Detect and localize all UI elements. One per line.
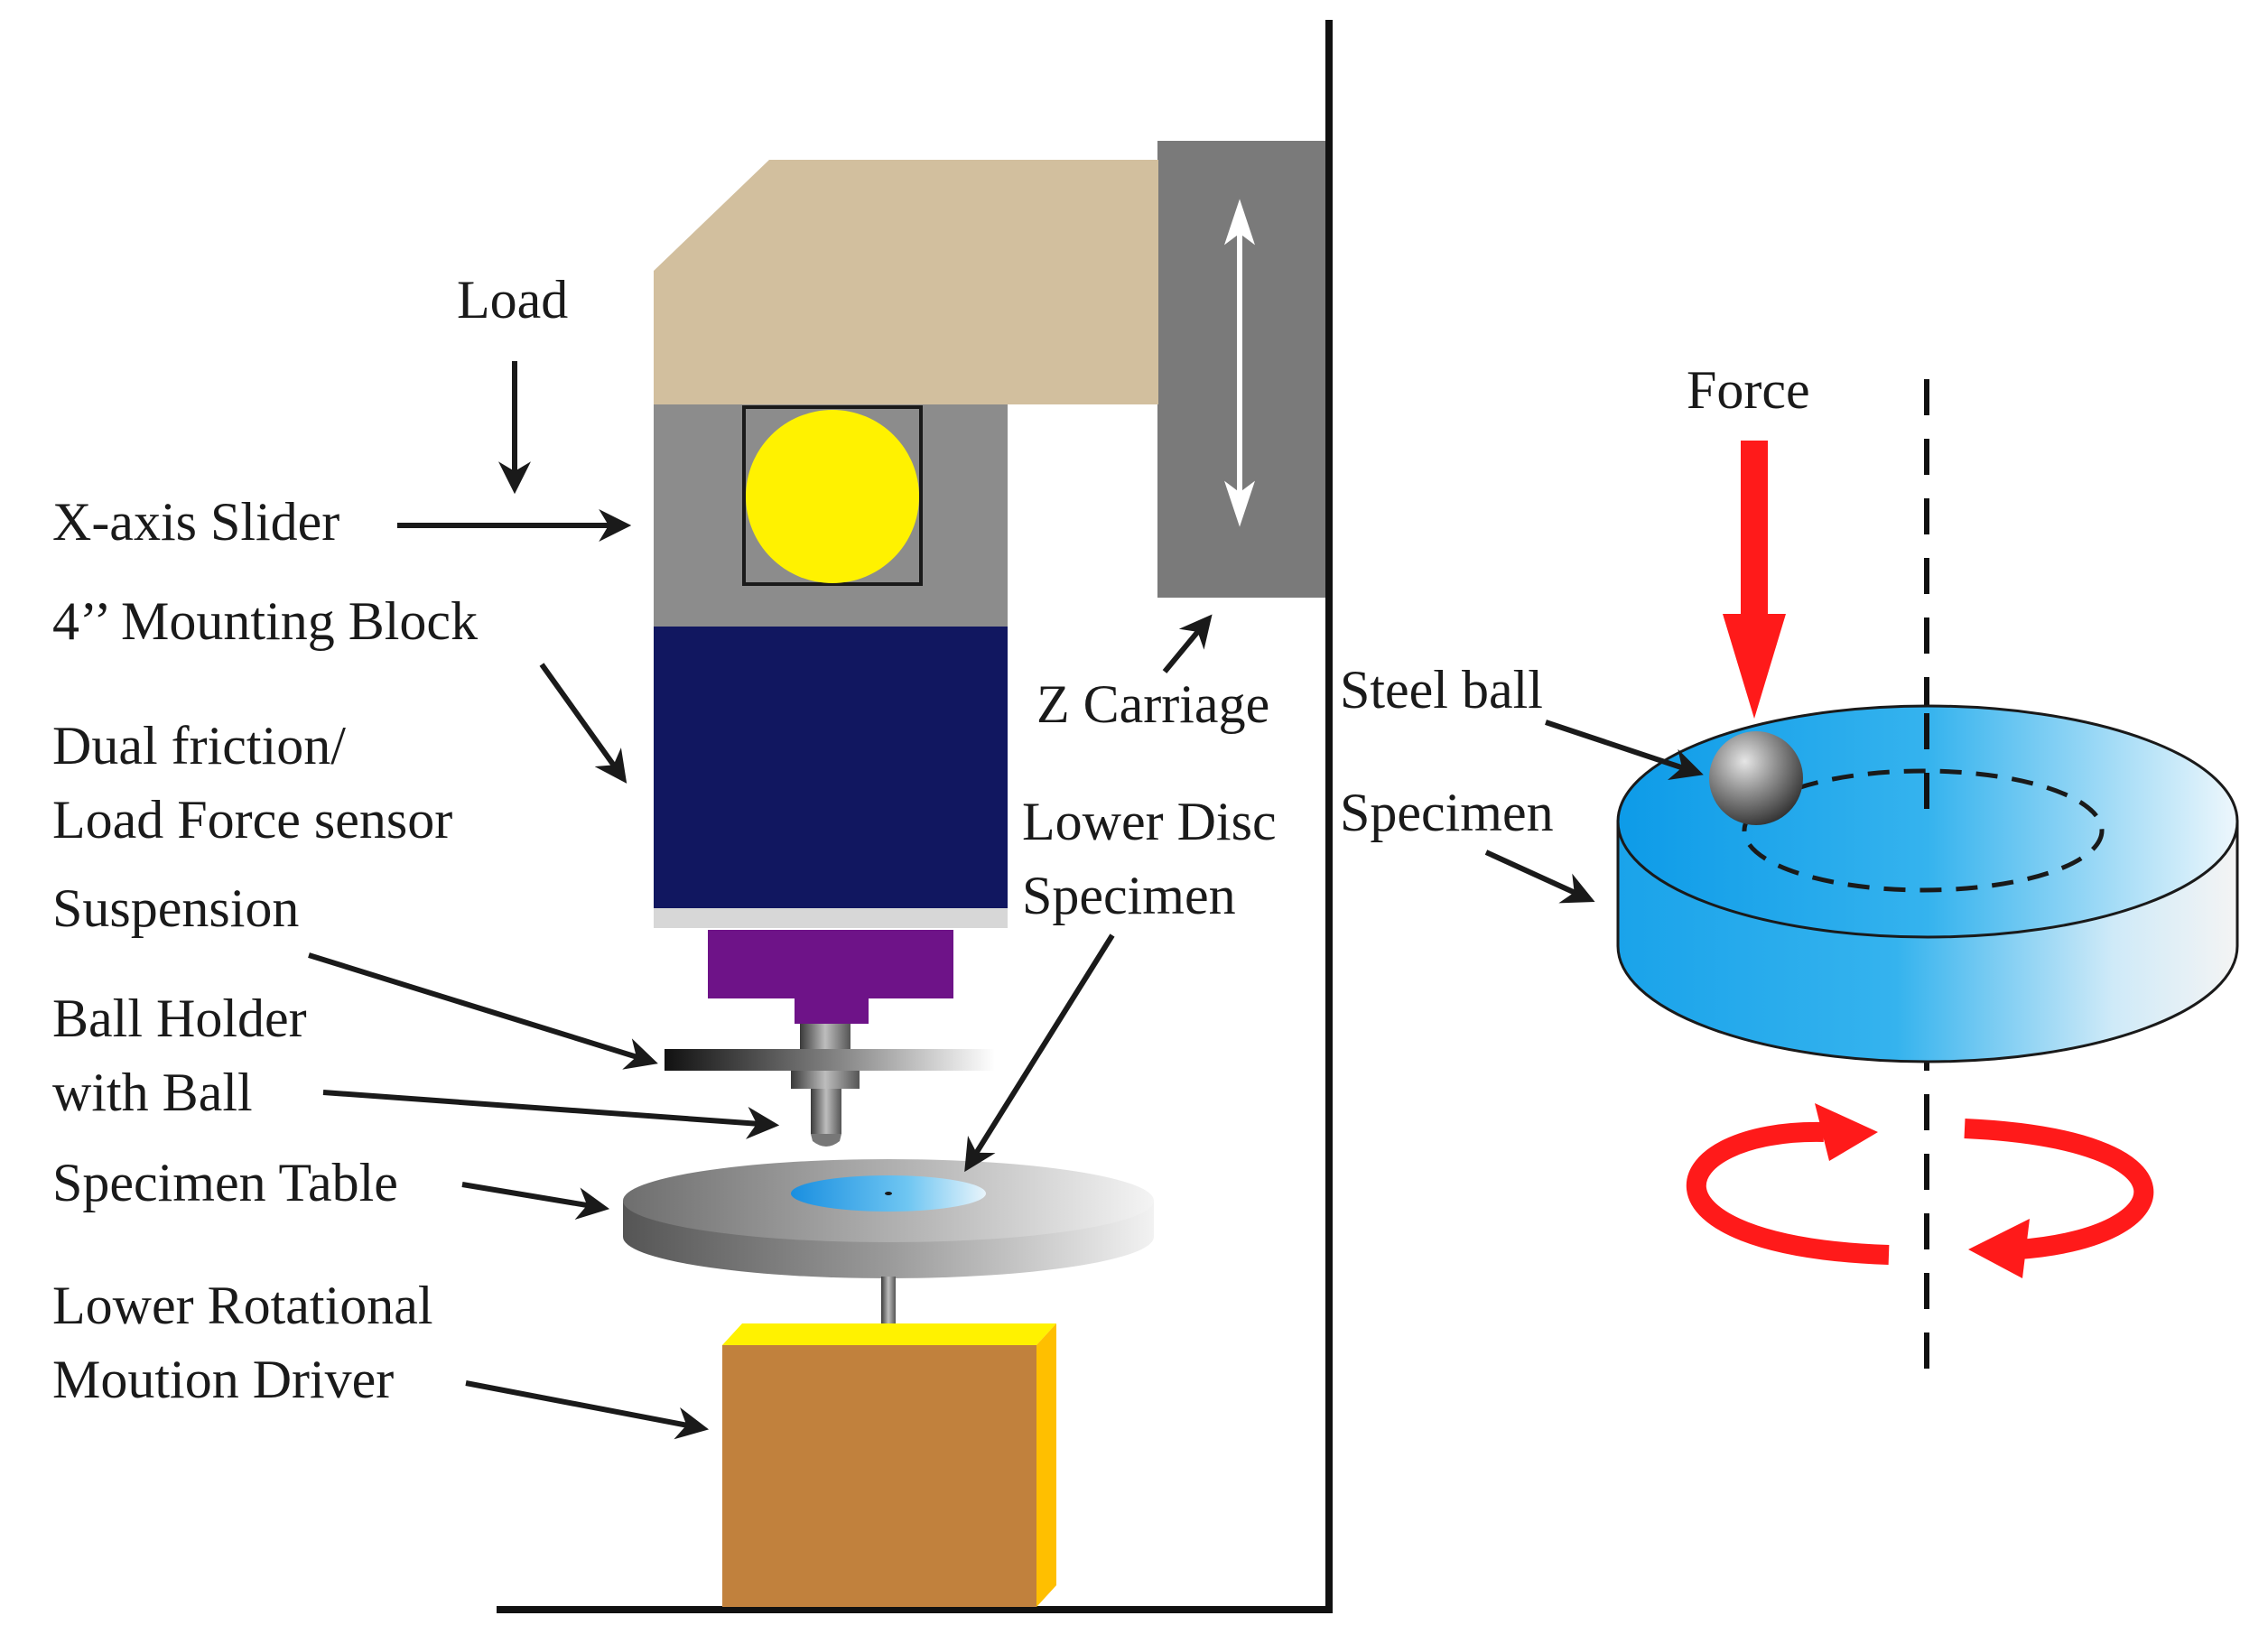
driver-side-face [1036, 1323, 1056, 1607]
label-driver-line1: Lower Rotational [52, 1276, 433, 1335]
purple-neck [795, 998, 869, 1024]
specimen-table-arrow [461, 1182, 610, 1221]
label-lower-disc-line2: Specimen [1022, 866, 1236, 925]
force-sensor-block [654, 627, 1008, 908]
label-lower-disc-line1: Lower Disc [1022, 792, 1277, 851]
driver-arrow [465, 1380, 710, 1440]
label-load: Load [457, 270, 568, 330]
ball-holder-arrow [322, 1090, 780, 1139]
label-mounting-block: 4’’ Mounting Block [52, 591, 478, 651]
driver-top-face [722, 1323, 1056, 1345]
label-suspension: Suspension [52, 878, 299, 938]
label-ball-holder-line2: with Ball [52, 1063, 253, 1122]
steel-ball [1709, 731, 1803, 825]
rotation-arrowhead-right [1968, 1219, 2030, 1278]
label-specimen-table: Specimen Table [52, 1153, 398, 1212]
specimen-arrow [1484, 850, 1595, 904]
right-leader-arrows [1484, 720, 1704, 904]
holder-stem-body [811, 1089, 841, 1134]
purple-mount-block [708, 930, 953, 998]
label-sensor-line1: Dual friction/ [52, 716, 346, 775]
suspension-arm [665, 1049, 995, 1071]
sensor-bottom-strip [654, 908, 1008, 928]
rotation-arrow-right [1964, 1119, 2154, 1259]
rotation-arrows [1686, 1119, 2154, 1265]
label-force: Force [1687, 360, 1810, 420]
mounting-block-arrow [539, 663, 627, 784]
label-sensor-line2: Load Force sensor [52, 790, 452, 850]
label-z-carriage: Z Carriage [1036, 674, 1269, 734]
label-x-axis-slider: X-axis Slider [52, 492, 339, 552]
ball-tip [811, 1134, 841, 1147]
slider-window [742, 405, 923, 586]
driver-front-face [722, 1345, 1036, 1607]
holder-stem-lower [791, 1071, 860, 1089]
loading-arm [654, 160, 1158, 404]
suspension-arrow [308, 952, 658, 1070]
wear-track-dashed [1742, 768, 2105, 893]
z-carriage-arrow [1162, 614, 1213, 673]
rotation-arrow-left [1686, 1121, 1890, 1265]
yellow-disk [746, 410, 919, 583]
label-specimen: Specimen [1340, 783, 1554, 842]
label-ball-holder-line1: Ball Holder [52, 989, 307, 1048]
driver-shaft [881, 1277, 896, 1331]
rotation-arrowhead-left [1815, 1103, 1878, 1161]
label-steel-ball: Steel ball [1340, 660, 1543, 720]
leader-arrows [308, 361, 1213, 1440]
lower-disc-arrow [964, 933, 1115, 1173]
disc-center-hole [885, 1192, 892, 1195]
label-driver-line2: Moution Driver [52, 1350, 394, 1409]
steel-ball-arrow [1545, 720, 1704, 780]
z-carriage-double-arrow [1224, 199, 1255, 527]
holder-stem-upper [800, 1024, 850, 1049]
force-arrow [1723, 441, 1786, 719]
